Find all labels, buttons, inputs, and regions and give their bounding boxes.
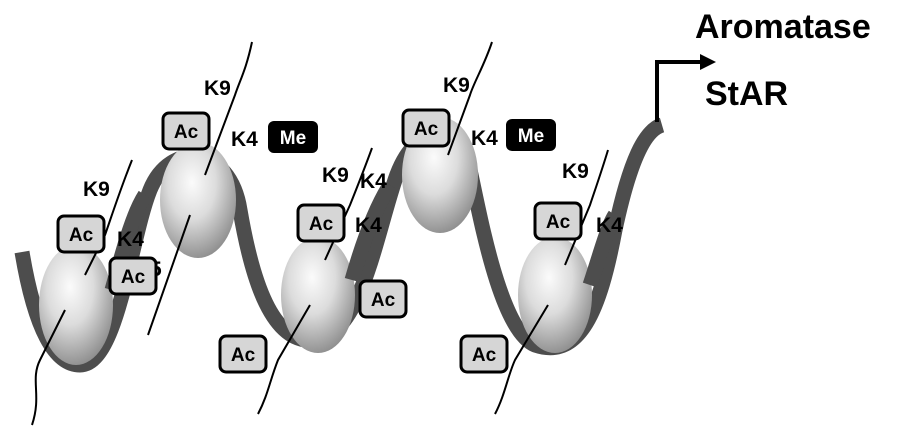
histone-tail — [324, 147, 373, 261]
acetyl-badge: Ac — [459, 334, 509, 374]
svg-text:Ac: Ac — [69, 225, 94, 246]
dna-strand-front — [344, 180, 397, 283]
svg-text:Ac: Ac — [121, 267, 146, 288]
acetyl-badge: Ac — [533, 201, 583, 241]
k4-label: K4 — [117, 228, 144, 251]
svg-text:Me: Me — [518, 126, 544, 147]
k4-label: K4 — [471, 127, 498, 150]
k4-label: K4 — [596, 214, 623, 237]
k4-label: K4 — [231, 128, 258, 151]
svg-text:Ac: Ac — [231, 345, 256, 366]
svg-text:Me: Me — [280, 128, 306, 149]
acetyl-badge: Ac — [358, 279, 408, 319]
gene-label-star: StAR — [705, 75, 788, 113]
acetyl-badge: Ac — [161, 111, 211, 151]
histone-tail — [31, 309, 66, 426]
acetyl-badge: Ac — [56, 214, 106, 254]
methyl-badge: Me — [268, 121, 318, 153]
acetyl-badge: Ac — [296, 203, 346, 243]
dna-strand-front — [582, 210, 622, 288]
svg-text:Ac: Ac — [309, 214, 334, 235]
svg-text:Ac: Ac — [546, 212, 571, 233]
svg-text:Ac: Ac — [472, 345, 497, 366]
arrow-head-icon — [700, 54, 716, 70]
histone-tail — [147, 214, 191, 336]
acetyl-badge: Ac — [218, 334, 268, 374]
histone-tail — [204, 41, 253, 176]
svg-text:Ac: Ac — [371, 290, 396, 311]
histone-tail — [494, 304, 549, 415]
gene-label-aromatase: Aromatase — [695, 8, 871, 46]
k9-label: K9 — [443, 74, 470, 97]
transcription-arrow — [655, 60, 700, 122]
k9-label: K9 — [322, 164, 349, 187]
k4-label: K4 — [355, 214, 382, 237]
k9-label: K9 — [562, 160, 589, 183]
nucleosome — [39, 245, 113, 365]
nucleosome — [160, 142, 236, 258]
methyl-badge: Me — [506, 119, 556, 151]
k4-label: K4 — [360, 170, 387, 193]
histone-tail — [447, 41, 493, 156]
acetyl-badge: Ac — [401, 108, 451, 148]
k9-label: K9 — [204, 77, 231, 100]
acetyl-badge: Ac — [108, 256, 158, 296]
histone-tail — [257, 304, 311, 415]
k9-label: K9 — [83, 178, 110, 201]
svg-text:Ac: Ac — [414, 119, 439, 140]
histone-tail — [564, 149, 609, 266]
svg-text:Ac: Ac — [174, 122, 199, 143]
